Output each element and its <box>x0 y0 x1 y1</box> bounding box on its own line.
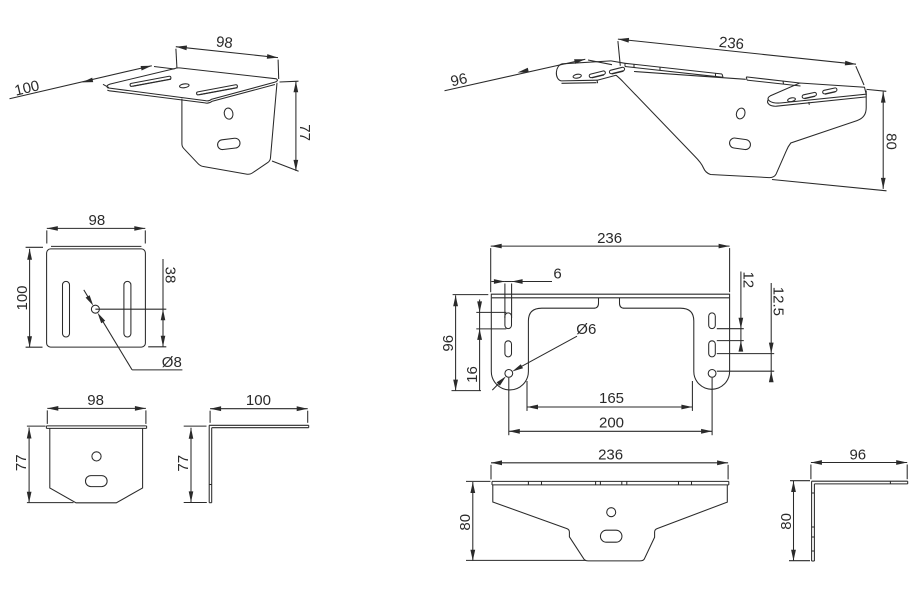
svg-text:Ø8: Ø8 <box>162 354 182 371</box>
svg-text:6: 6 <box>553 266 561 283</box>
svg-text:236: 236 <box>718 34 745 54</box>
svg-text:236: 236 <box>598 447 623 464</box>
svg-text:80: 80 <box>883 133 900 150</box>
svg-text:12: 12 <box>739 271 756 288</box>
svg-text:236: 236 <box>597 230 622 247</box>
svg-text:Ø6: Ø6 <box>576 321 596 338</box>
svg-text:100: 100 <box>14 285 31 310</box>
svg-text:80: 80 <box>457 514 474 531</box>
svg-text:96: 96 <box>449 70 469 90</box>
svg-text:77: 77 <box>13 454 30 471</box>
svg-text:38: 38 <box>162 267 179 284</box>
svg-text:165: 165 <box>599 390 624 407</box>
svg-text:98: 98 <box>215 33 233 52</box>
svg-text:100: 100 <box>13 77 41 99</box>
svg-text:200: 200 <box>599 415 624 432</box>
svg-text:77: 77 <box>296 124 313 141</box>
svg-text:96: 96 <box>440 335 457 352</box>
svg-text:77: 77 <box>175 455 192 472</box>
svg-text:98: 98 <box>89 212 106 229</box>
svg-text:100: 100 <box>246 392 271 409</box>
svg-text:16: 16 <box>464 366 481 383</box>
svg-text:98: 98 <box>87 392 104 409</box>
svg-text:80: 80 <box>778 513 795 530</box>
svg-text:96: 96 <box>849 447 866 464</box>
svg-text:12.5: 12.5 <box>770 287 787 316</box>
